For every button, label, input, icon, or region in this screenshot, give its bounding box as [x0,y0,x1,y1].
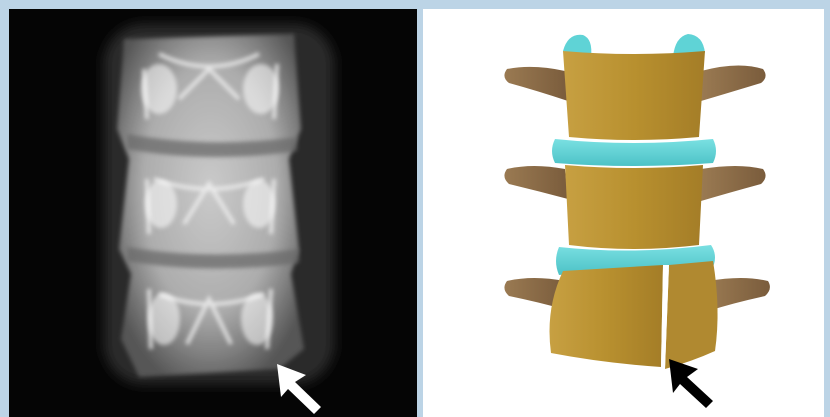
vertebra-2 [565,165,703,249]
xray-panel [9,9,417,417]
illustration-pointer-arrow [669,359,713,408]
vertebra-1 [563,51,705,140]
xray-image [9,9,417,417]
intervertebral-disc-1 [552,139,716,166]
spine-illustration [423,9,824,417]
vertebra-3-fractured [550,261,718,369]
illustration-panel [423,9,824,417]
